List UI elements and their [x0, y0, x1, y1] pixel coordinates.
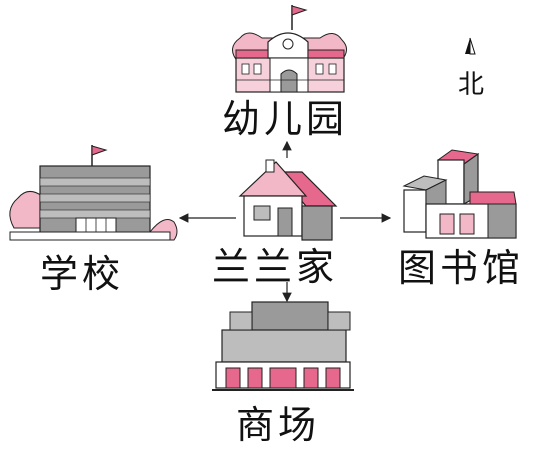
- label-home: 兰兰家: [212, 245, 339, 289]
- library-building-icon: [402, 149, 517, 239]
- home-house-icon: [238, 159, 338, 241]
- north-arrow-icon: [465, 37, 476, 55]
- school-building-icon: [9, 145, 178, 241]
- label-library: 图书馆: [398, 246, 525, 290]
- label-north: 北: [458, 70, 485, 100]
- kindergarten-building-icon: [232, 5, 347, 93]
- direction-arrows: [178, 140, 392, 303]
- label-school: 学校: [40, 252, 125, 296]
- mall-building-icon: [212, 301, 354, 391]
- label-mall: 商场: [236, 403, 321, 447]
- label-kindergarten: 幼儿园: [222, 97, 349, 141]
